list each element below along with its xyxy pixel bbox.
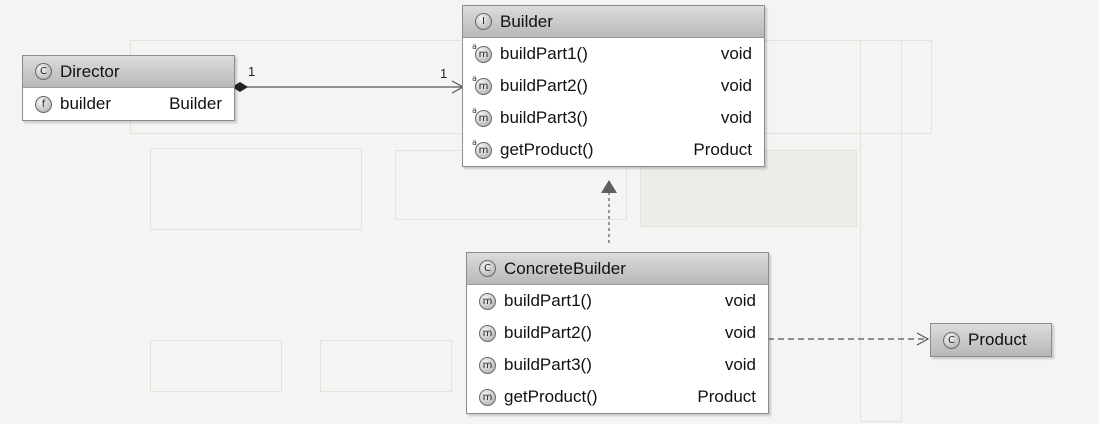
composition-target-multiplicity: 1 [440, 66, 448, 81]
method-return-type: Product [697, 387, 756, 406]
interface-builder-header: I Builder [463, 6, 764, 38]
interface-icon: I [475, 13, 492, 30]
interface-builder-name: Builder [500, 11, 553, 31]
dependency-arrowhead [916, 332, 930, 346]
abstract-method-icon: m [472, 74, 492, 95]
method-icon: m [479, 292, 496, 310]
composition-diamond [232, 82, 248, 92]
class-product[interactable]: C Product [930, 323, 1052, 357]
class-icon: C [479, 260, 496, 277]
class-concrete-builder-header: C ConcreteBuilder [467, 253, 768, 285]
method-row: m buildPart3() void [467, 349, 768, 381]
class-director-name: Director [60, 61, 120, 81]
abstract-method-icon: m [472, 106, 492, 127]
method-row: m buildPart2() void [467, 317, 768, 349]
realization-arrowhead [601, 180, 617, 193]
class-product-name: Product [968, 330, 1027, 349]
class-director-header: C Director [23, 56, 234, 88]
field-row: f builder Builder [23, 88, 234, 120]
class-product-header: C Product [931, 324, 1051, 356]
method-return-type: void [720, 76, 752, 95]
method-row: m buildPart1() void [467, 285, 768, 317]
class-concrete-builder[interactable]: C ConcreteBuilder m buildPart1() void m … [466, 252, 769, 414]
method-name: buildPart2() [504, 323, 592, 342]
method-return-type: void [724, 291, 756, 310]
background-ghost-panel [150, 148, 362, 230]
method-row: m buildPart1() void [463, 38, 764, 70]
method-name: buildPart1() [500, 44, 588, 63]
background-ghost-panel [150, 340, 282, 392]
method-icon: m [479, 356, 496, 374]
field-type: Builder [169, 94, 222, 113]
method-name: buildPart1() [504, 291, 592, 310]
method-return-type: Product [693, 140, 752, 159]
method-return-type: void [724, 355, 756, 374]
method-return-type: void [720, 44, 752, 63]
method-name: buildPart3() [500, 108, 588, 127]
method-name: getProduct() [500, 140, 594, 159]
field-name: builder [60, 94, 112, 113]
method-row: m getProduct() Product [467, 381, 768, 413]
method-row: m buildPart2() void [463, 70, 764, 102]
composition-source-multiplicity: 1 [248, 64, 256, 79]
method-return-type: void [720, 108, 752, 127]
method-return-type: void [724, 323, 756, 342]
method-name: buildPart2() [500, 76, 588, 95]
method-icon: m [479, 324, 496, 342]
field-icon: f [35, 95, 52, 113]
class-director[interactable]: C Director f builder Builder [22, 55, 235, 121]
abstract-method-icon: m [472, 138, 492, 159]
abstract-method-icon: m [472, 42, 492, 63]
interface-builder[interactable]: I Builder m buildPart1() void m buildPar… [462, 5, 765, 167]
method-row: m buildPart3() void [463, 102, 764, 134]
class-icon: C [35, 63, 52, 80]
background-ghost-panel [860, 40, 902, 422]
method-icon: m [479, 388, 496, 406]
method-name: getProduct() [504, 387, 598, 406]
class-concrete-builder-name: ConcreteBuilder [504, 258, 626, 278]
method-name: buildPart3() [504, 355, 592, 374]
method-row: m getProduct() Product [463, 134, 764, 166]
background-ghost-panel [320, 340, 452, 392]
class-icon: C [943, 331, 960, 349]
